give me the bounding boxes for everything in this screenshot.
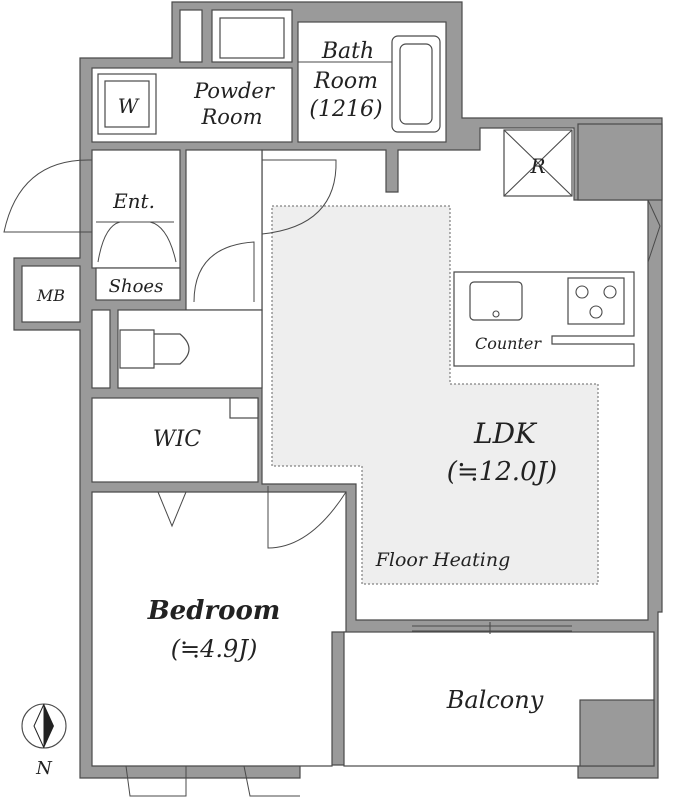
shoes-label: Shoes	[109, 276, 164, 297]
storage-niche	[179, 9, 203, 63]
refrigerator-label: R	[529, 154, 545, 178]
meter-box-label: MB	[36, 286, 65, 305]
corner-column	[577, 123, 663, 201]
bedroom-label: Bedroom	[147, 596, 281, 626]
compass-label: N	[35, 758, 53, 779]
kitchen-sink	[469, 281, 523, 321]
floor-heating-label: Floor Heating	[375, 549, 511, 571]
bedroom	[91, 491, 347, 767]
bedroom-size: (≒4.9J)	[171, 635, 258, 663]
bathtub-inner	[399, 43, 433, 125]
burner-icon	[603, 285, 617, 299]
washer-label: W	[118, 94, 140, 118]
cooktop	[567, 277, 625, 325]
powder-label-1: Powder	[193, 79, 276, 103]
shoe-cabinet	[95, 267, 181, 301]
pipe-shaft	[91, 309, 111, 389]
hall-door	[261, 159, 337, 235]
toilet-door	[193, 241, 255, 303]
floor-heating-area	[271, 205, 599, 585]
burner-icon	[589, 305, 603, 319]
north-arrow-icon	[44, 704, 54, 748]
balcony-label: Balcony	[446, 686, 544, 714]
ldk-size: (≒12.0J)	[447, 457, 557, 487]
washbasin	[219, 17, 285, 59]
entrance	[91, 149, 181, 269]
burner-icon	[575, 285, 589, 299]
hallway	[185, 149, 263, 311]
meter-box	[21, 265, 81, 323]
bath-label-1: Bath	[321, 39, 374, 64]
powder-label-2: Room	[200, 105, 262, 129]
toilet	[119, 329, 190, 369]
closet-niche	[229, 397, 259, 419]
entrance-door	[3, 159, 93, 233]
ldk-label: LDK	[473, 417, 538, 450]
counter-label: Counter	[475, 334, 542, 353]
bath-label-2: Room	[313, 69, 378, 94]
wic-label: WIC	[153, 427, 201, 452]
balcony-column	[579, 699, 655, 767]
bath-label-3: (1216)	[309, 97, 382, 122]
entrance-label: Ent.	[112, 189, 155, 213]
washer-pan-inner	[104, 80, 150, 128]
